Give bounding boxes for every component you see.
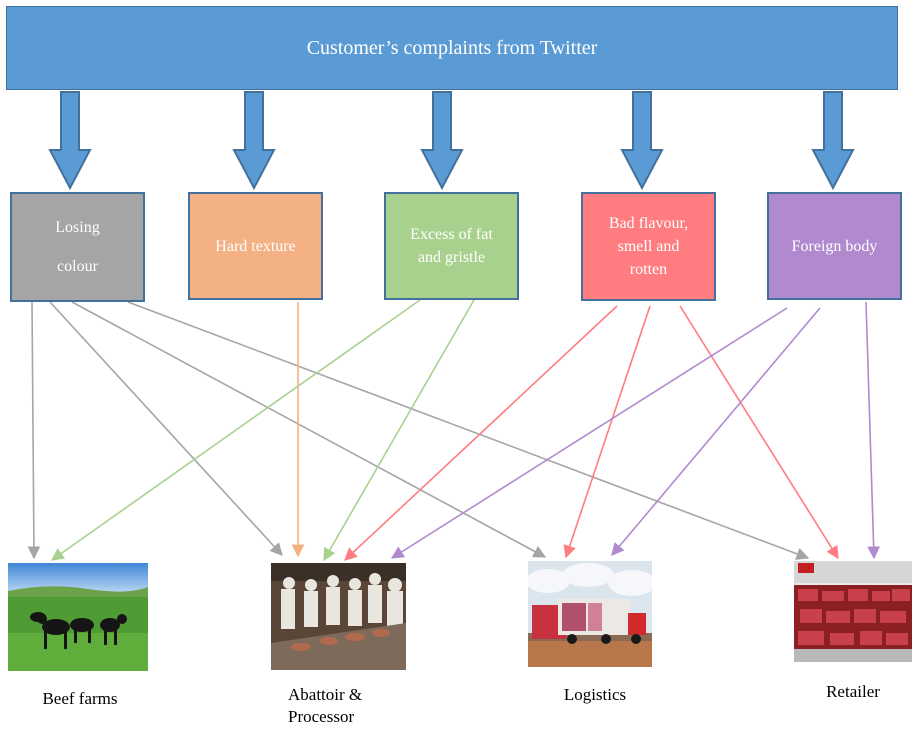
abattoir-picture [271, 563, 406, 670]
block-arrow-hard-texture [232, 91, 276, 191]
connector-excess-fat-to-beef-farms [50, 299, 421, 561]
banner-title: Customer’s complaints from Twitter [306, 36, 598, 59]
connector-bad-flavour-to-logistics [563, 305, 651, 559]
logistics-picture [528, 561, 652, 667]
complaint-box-foreign-body: Foreign body [767, 192, 902, 300]
destination-label-abattoir: Abattoir & Processor [262, 684, 412, 728]
complaint-label-line: Foreign body [791, 237, 878, 255]
block-arrow-foreign-body [811, 91, 855, 191]
complaints-banner: Customer’s complaints from Twitter [6, 6, 898, 90]
complaint-box-excess-fat: Excess of fat and gristle [384, 192, 519, 300]
complaint-box-losing-colour: Losing colour [10, 192, 145, 302]
complaint-label-line: Hard texture [215, 237, 296, 255]
destination-label-logistics: Logistics [563, 685, 627, 704]
complaint-box-hard-texture: Hard texture [188, 192, 323, 300]
destination-label-text: Abattoir & Processor [288, 685, 363, 726]
complaint-label-line: colour [57, 258, 98, 275]
connector-losing-colour-to-retailer [127, 301, 810, 560]
connector-losing-colour-to-abattoir [49, 301, 283, 556]
block-arrow-losing-colour [48, 91, 92, 191]
block-arrow-bad-flavour [620, 91, 664, 191]
connector-excess-fat-to-abattoir [323, 299, 475, 562]
destination-label-beef-farms: Beef farms [42, 689, 118, 708]
connector-losing-colour-to-logistics [71, 301, 547, 558]
complaint-label-line: Losing [55, 219, 100, 236]
beef-farms-picture [8, 563, 148, 671]
complaint-label-line: smell and [617, 238, 680, 255]
connector-foreign-body-to-abattoir [390, 307, 788, 559]
block-arrow-excess-fat [420, 91, 464, 191]
connector-foreign-body-to-logistics [611, 307, 821, 556]
connector-foreign-body-to-retailer [865, 301, 881, 560]
complaint-label-line: Bad flavour, [608, 215, 689, 232]
complaint-label-line: Excess of fat [410, 226, 493, 243]
connector-losing-colour-to-beef-farms [27, 301, 41, 560]
retailer-picture [794, 561, 912, 662]
complaint-label-line: rotten [629, 261, 668, 278]
complaint-label-line: and gristle [417, 249, 486, 266]
connector-bad-flavour-to-abattoir [344, 305, 618, 561]
destination-label-retailer: Retailer [826, 682, 880, 701]
complaint-box-bad-flavour: Bad flavour, smell and rotten [581, 192, 716, 301]
connector-bad-flavour-to-retailer [679, 305, 839, 560]
